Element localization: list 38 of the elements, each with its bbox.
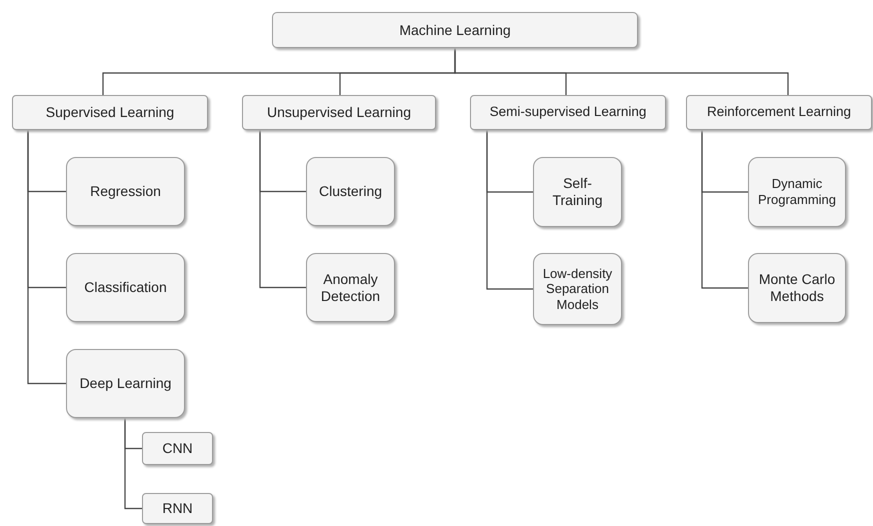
category-box [66, 253, 185, 322]
node-label: Low-density Separation Models [542, 266, 614, 312]
category-box [142, 432, 213, 465]
category-box [470, 95, 666, 130]
node-label: Classification [84, 279, 167, 296]
category-box [306, 253, 395, 322]
node-label: Monte Carlo Methods [758, 271, 836, 305]
node-label: Dynamic Programming [756, 176, 838, 208]
connector-line [27, 130, 66, 384]
category-box [66, 157, 185, 226]
category-box [272, 12, 638, 48]
category-box [12, 95, 208, 130]
connector-line [124, 418, 142, 510]
node-label: CNN [162, 440, 193, 457]
node-label: Anomaly Detection [320, 270, 382, 304]
node-label: Supervised Learning [46, 104, 174, 121]
connector-line [701, 130, 748, 289]
node-label: Machine Learning [399, 22, 511, 38]
category-box [242, 95, 436, 130]
node-label: Self-Training [551, 175, 604, 209]
node-label: Deep Learning [80, 375, 172, 392]
node-label: RNN [162, 500, 193, 517]
category-box [533, 253, 622, 325]
category-box [748, 157, 846, 227]
category-box [306, 157, 395, 226]
node-label: Clustering [318, 183, 382, 200]
category-box [748, 253, 846, 323]
connector-line [486, 130, 533, 290]
category-box [533, 157, 622, 227]
connector-line [454, 48, 789, 95]
category-box [142, 493, 213, 524]
category-box [686, 95, 872, 130]
connector-line [259, 130, 306, 288]
node-label: Unsupervised Learning [267, 104, 411, 121]
category-box [66, 349, 185, 418]
node-label: Semi-supervised Learning [490, 104, 646, 121]
node-label: Regression [90, 183, 161, 200]
node-label: Reinforcement Learning [706, 104, 852, 121]
